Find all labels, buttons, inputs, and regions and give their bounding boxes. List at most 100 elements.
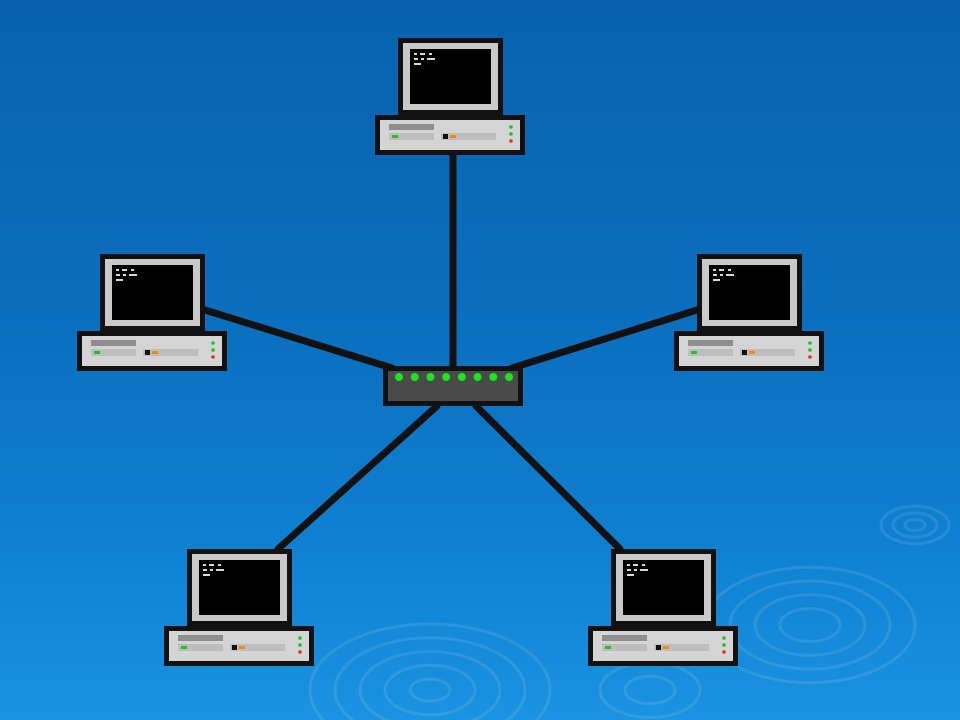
drive-bay: [230, 644, 285, 651]
cable-bottom-right: [472, 402, 624, 553]
power-led: [392, 135, 398, 138]
drive-button: [145, 350, 150, 355]
computer-bottom-left: [164, 549, 314, 666]
ripple: [333, 636, 527, 720]
monitor-screen: [410, 49, 491, 104]
cable-left: [201, 306, 396, 372]
hub-port-led: [426, 373, 435, 381]
status-led: [298, 650, 302, 654]
screen-text: [720, 274, 723, 276]
drive-bay: [178, 644, 223, 651]
drive-bay: [91, 340, 136, 346]
activity-led: [450, 135, 456, 138]
activity-led: [239, 646, 245, 649]
power-led: [691, 351, 697, 354]
screen-text: [713, 279, 720, 281]
power-led: [94, 351, 100, 354]
screen-text: [728, 269, 731, 271]
hub-port-led: [489, 373, 498, 381]
network-hub: [383, 366, 523, 406]
status-led: [722, 643, 726, 647]
drive-bay: [688, 349, 733, 356]
hub-port-led: [410, 373, 419, 381]
screen-text: [218, 564, 221, 566]
screen-text: [642, 564, 645, 566]
screen-text: [116, 269, 119, 271]
computer-bottom-right: [588, 549, 738, 666]
ripple: [778, 607, 842, 643]
status-led: [298, 643, 302, 647]
ripple: [891, 511, 939, 539]
ripple: [623, 674, 677, 706]
ripple: [308, 622, 552, 720]
computer-nodes: [77, 38, 824, 666]
ripple: [753, 593, 867, 657]
monitor-screen: [199, 560, 280, 615]
screen-text: [129, 274, 137, 276]
drive-bay: [602, 644, 647, 651]
ripple: [728, 579, 892, 671]
screen-text: [719, 269, 724, 271]
computer-top: [375, 38, 525, 155]
status-led: [211, 341, 215, 345]
screen-text: [633, 564, 638, 566]
water-ripple-decoration: [308, 504, 951, 720]
drive-bay: [389, 133, 434, 140]
cable-right: [508, 306, 701, 372]
network-cables: [201, 151, 701, 553]
activity-led: [749, 351, 755, 354]
power-led: [181, 646, 187, 649]
status-led: [509, 132, 513, 136]
hub-port-led: [442, 373, 451, 381]
screen-text: [427, 58, 435, 60]
ripple: [358, 650, 502, 720]
ripple: [598, 661, 702, 719]
screen-text: [429, 53, 432, 55]
hub-port-led: [457, 373, 466, 381]
status-led: [808, 355, 812, 359]
screen-text: [421, 58, 424, 60]
monitor-screen: [623, 560, 704, 615]
screen-text: [414, 58, 418, 60]
monitor-screen: [709, 265, 790, 320]
status-led: [509, 125, 513, 129]
screen-text: [713, 274, 717, 276]
screen-text: [209, 564, 214, 566]
screen-text: [203, 574, 210, 576]
screen-text: [123, 274, 126, 276]
drive-bay: [740, 349, 795, 356]
screen-text: [203, 569, 207, 571]
status-led: [722, 636, 726, 640]
status-led: [298, 636, 302, 640]
status-led: [808, 348, 812, 352]
drive-bay: [602, 635, 647, 641]
drive-bay: [688, 340, 733, 346]
status-led: [211, 355, 215, 359]
drive-button: [656, 645, 661, 650]
computer-left: [77, 254, 227, 371]
ripple: [408, 677, 452, 703]
drive-bay: [441, 133, 496, 140]
screen-text: [116, 274, 120, 276]
screen-text: [414, 63, 421, 65]
screen-text: [627, 569, 631, 571]
drive-bay: [654, 644, 709, 651]
screen-text: [640, 569, 648, 571]
hub-body: [388, 371, 518, 401]
hub-port-led: [473, 373, 482, 381]
hub-port-led: [505, 373, 513, 381]
screen-text: [627, 574, 634, 576]
status-led: [211, 348, 215, 352]
drive-bay: [143, 349, 198, 356]
screen-text: [122, 269, 127, 271]
monitor-screen: [112, 265, 193, 320]
screen-text: [726, 274, 734, 276]
activity-led: [663, 646, 669, 649]
drive-bay: [178, 635, 223, 641]
ripple: [903, 518, 927, 532]
drive-button: [742, 350, 747, 355]
drive-button: [443, 134, 448, 139]
screen-text: [116, 279, 123, 281]
